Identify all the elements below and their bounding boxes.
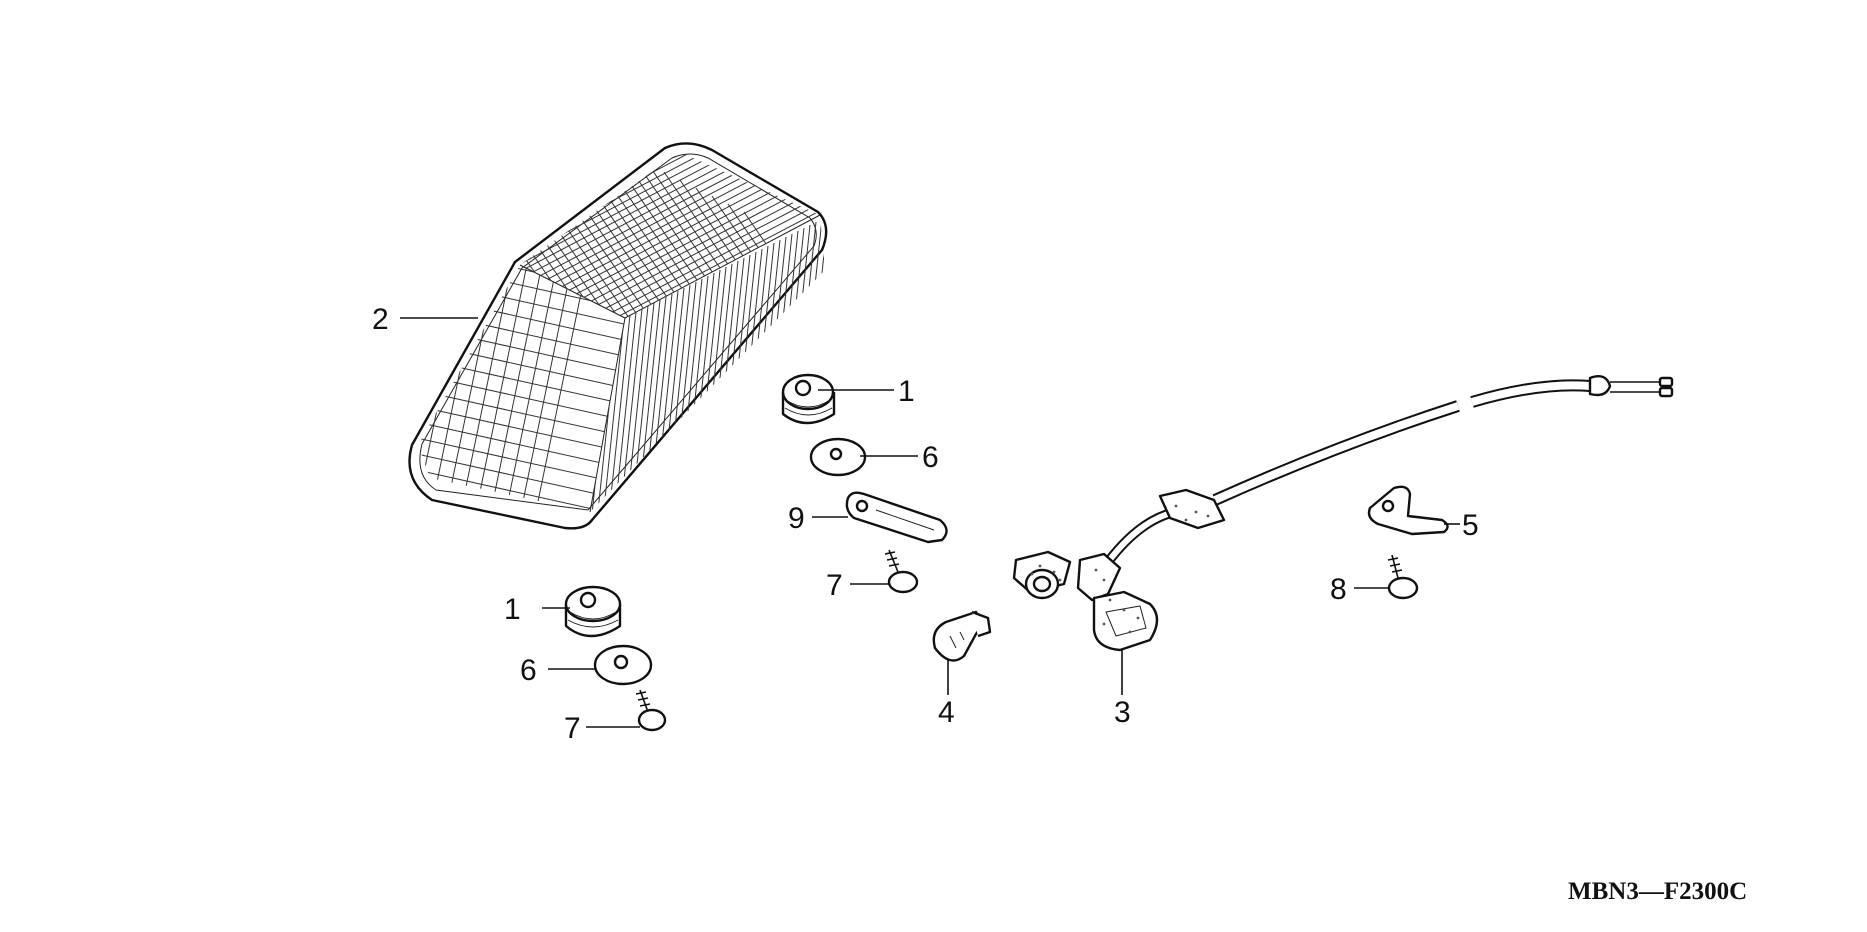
rubber-grommet-upper [781,373,836,425]
callout-7-upper: 7 [826,569,843,602]
callout-9: 9 [788,502,805,535]
stay-bracket [1367,485,1449,536]
screw-stay [1387,554,1419,600]
washer-lower [593,644,653,686]
drawing-code: MBN3—F2300C [1568,878,1747,905]
leader-lines [400,317,1460,728]
callout-6-lower: 6 [520,654,537,687]
callout-7-lower: 7 [564,712,581,745]
callout-8: 8 [1330,573,1347,606]
screw-upper [884,549,919,594]
callout-1-upper: 1 [898,375,915,408]
socket-harness [1012,375,1674,652]
callout-labels: 2 1 6 7 1 6 9 7 4 3 5 8 [372,303,1479,745]
callout-1-lower: 1 [504,593,521,626]
callout-6-upper: 6 [922,441,939,474]
washer-upper [809,437,867,477]
setting-plate [845,491,948,544]
callout-4: 4 [938,696,955,729]
screw-lower [635,689,667,732]
taillight-lens [408,142,828,530]
callout-2: 2 [372,303,389,336]
bulb [932,610,992,662]
callout-3: 3 [1114,696,1131,729]
callout-5: 5 [1462,509,1479,542]
rubber-grommet-lower [564,585,622,638]
